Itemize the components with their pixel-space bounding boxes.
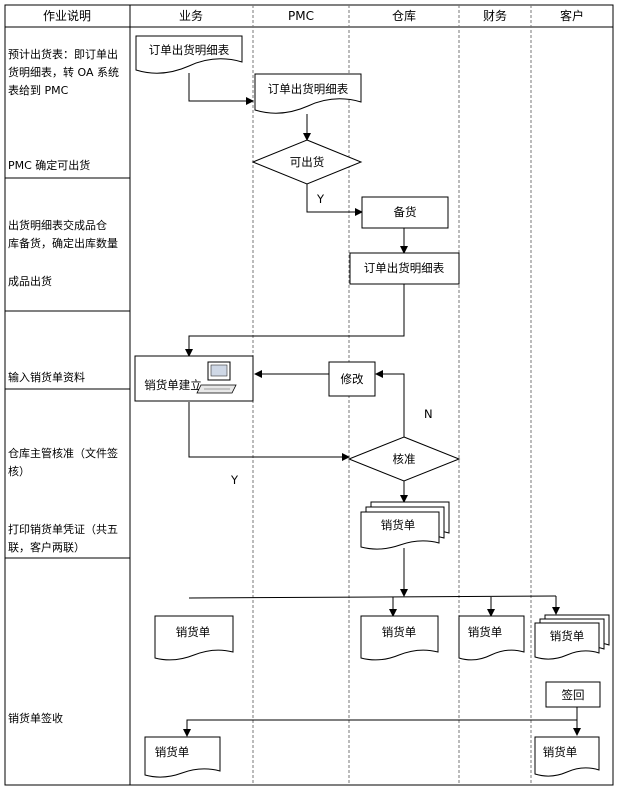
decision-approve: 核准: [347, 436, 461, 482]
edge-label-no: N: [424, 407, 433, 421]
header-description: 作业说明: [43, 8, 91, 23]
node-label: 销货单: [155, 745, 190, 759]
document-order-detail-sales: 订单出货明细表: [135, 35, 243, 74]
step-approve-line-2: 核）: [8, 464, 30, 478]
node-label: 核准: [393, 452, 416, 466]
step-forecast-line-3: 表给到 PMC: [8, 83, 69, 97]
node-label: 销货单: [550, 629, 585, 643]
table-frame: [4, 4, 614, 786]
step-sign-receipt: 销货单签收: [8, 711, 63, 725]
node-label: 修改: [341, 372, 364, 386]
document-invoice-warehouse: 销货单: [360, 615, 439, 661]
arrow-approve-to-modify: [375, 370, 405, 437]
process-sign-back: 签回: [545, 681, 601, 708]
document-invoice-sales-final: 销货单: [144, 736, 221, 778]
node-label: 销货单建立: [144, 378, 202, 392]
node-label: 销货单: [176, 625, 211, 639]
document-order-detail-pmc: 订单出货明细表: [254, 73, 362, 114]
step-print-line-2: 联，客户两联）: [8, 540, 85, 554]
document-invoice-sales: 销货单: [154, 615, 234, 661]
arrow-create-to-approve: [188, 402, 350, 461]
edge-label-yes: Y: [230, 473, 239, 487]
step-forecast-line-2: 货明细表，转 OA 系统: [8, 65, 119, 79]
node-label: 销货单: [468, 625, 503, 639]
step-approve-line-1: 仓库主管核准（文件签: [8, 446, 118, 460]
step-prepare-line-2: 库备货，确定出库数量: [8, 236, 118, 250]
header-customer: 客户: [560, 8, 584, 23]
arrow-signback-to-sales: [183, 719, 577, 737]
arrow-detail-to-create: [185, 284, 405, 357]
header-sales: 业务: [179, 8, 203, 23]
arrow-sales-to-pmc: [188, 73, 254, 105]
node-label: 签回: [562, 688, 585, 702]
node-label: 销货单: [382, 625, 417, 639]
step-forecast-line-1: 预计出货表：即订单出: [8, 47, 118, 61]
document-stack-invoice-customer: 销货单: [534, 614, 610, 660]
arrow-decision-to-prepare: [306, 184, 363, 216]
step-print-line-1: 打印销货单凭证（共五: [8, 522, 118, 536]
distribution-line: [188, 595, 557, 599]
node-label: 备货: [394, 205, 417, 219]
node-label: 订单出货明细表: [364, 261, 445, 275]
document-invoice-customer-final: 销货单: [534, 736, 600, 777]
process-modify: 修改: [328, 361, 376, 397]
document-invoice-finance: 销货单: [458, 615, 525, 661]
node-label: 可出货: [290, 155, 325, 169]
node-label: 订单出货明细表: [149, 43, 230, 57]
document-stack-invoice: 销货单: [360, 501, 450, 550]
header-pmc: PMC: [288, 9, 314, 23]
step-prepare-line-1: 出货明细表交成品仓: [8, 218, 107, 232]
node-label: 销货单: [381, 518, 416, 532]
process-create-invoice: 销货单建立: [134, 355, 254, 402]
process-order-detail-warehouse: 订单出货明细表: [349, 252, 460, 285]
header-finance: 财务: [483, 8, 507, 23]
step-input-invoice: 输入销货单资料: [8, 370, 85, 384]
step-ship: 成品出货: [8, 274, 52, 288]
header-warehouse: 仓库: [392, 8, 416, 23]
computer-icon: [196, 361, 237, 394]
node-label: 销货单: [543, 745, 578, 759]
edge-label-yes: Y: [316, 192, 325, 206]
step-pmc-confirm: PMC 确定可出货: [8, 158, 90, 172]
node-label: 订单出货明细表: [268, 82, 349, 96]
decision-can-ship: 可出货: [251, 139, 363, 185]
process-prepare: 备货: [361, 196, 449, 229]
